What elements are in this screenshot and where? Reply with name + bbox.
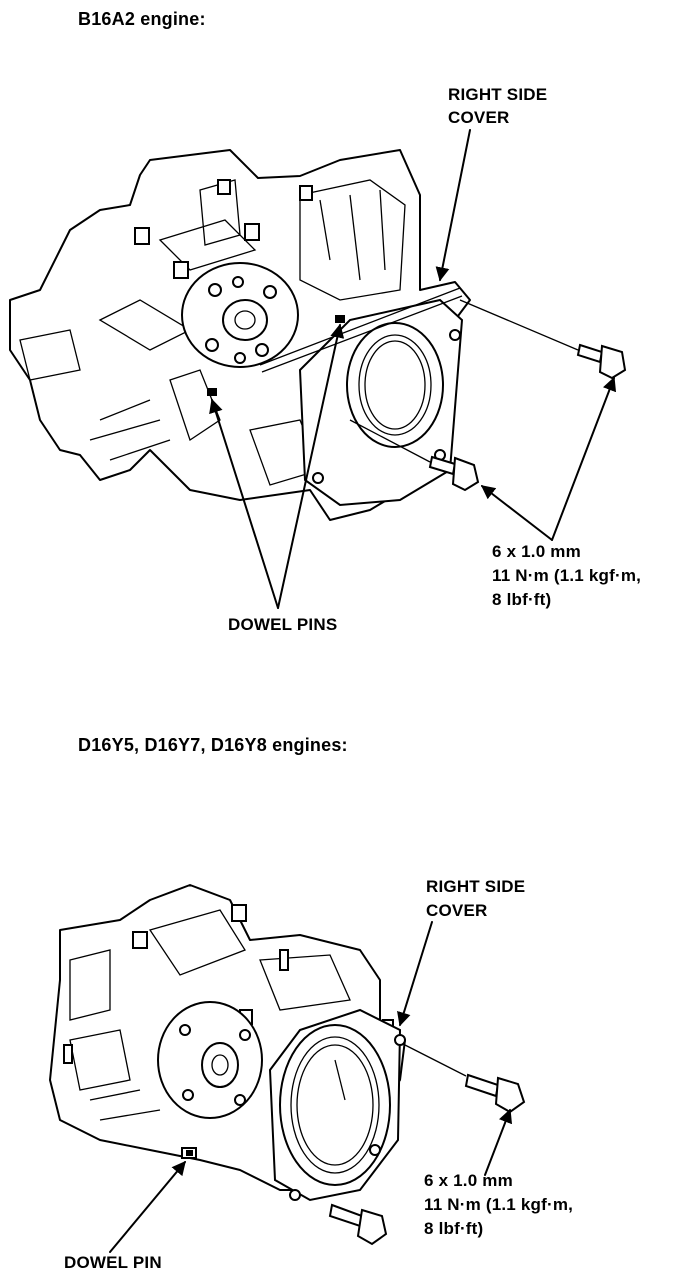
bottom-cover-label-line1: RIGHT SIDE [426,877,526,896]
top-bolt-lower [428,455,480,492]
top-dowel-label: DOWEL PINS [228,615,338,634]
top-cover-label-line2: COVER [448,108,510,127]
top-cover-label-line1: RIGHT SIDE [448,85,548,104]
bottom-bolt-lower [328,1203,388,1246]
top-bolt-spec-line3: 8 lbf·ft) [492,590,552,609]
top-bolt-spec-line2: 11 N·m (1.1 kgf·m, [492,566,642,585]
bottom-cover-label-line2: COVER [426,901,488,920]
top-bolt-upper [576,343,627,380]
top-engine-drawing [9,149,627,521]
bottom-dowel-label: DOWEL PIN [64,1253,162,1272]
top-heading: B16A2 engine: [78,9,206,29]
bottom-engine-drawing [49,884,526,1246]
bottom-bolt-spec-line1: 6 x 1.0 mm [424,1171,513,1190]
bottom-bolt-upper [464,1073,526,1114]
top-bolt-spec-line1: 6 x 1.0 mm [492,542,581,561]
bottom-bolt-spec-line2: 11 N·m (1.1 kgf·m, [424,1195,574,1214]
bottom-bolt-spec-line3: 8 lbf·ft) [424,1219,484,1238]
bottom-heading: D16Y5, D16Y7, D16Y8 engines: [78,735,348,755]
